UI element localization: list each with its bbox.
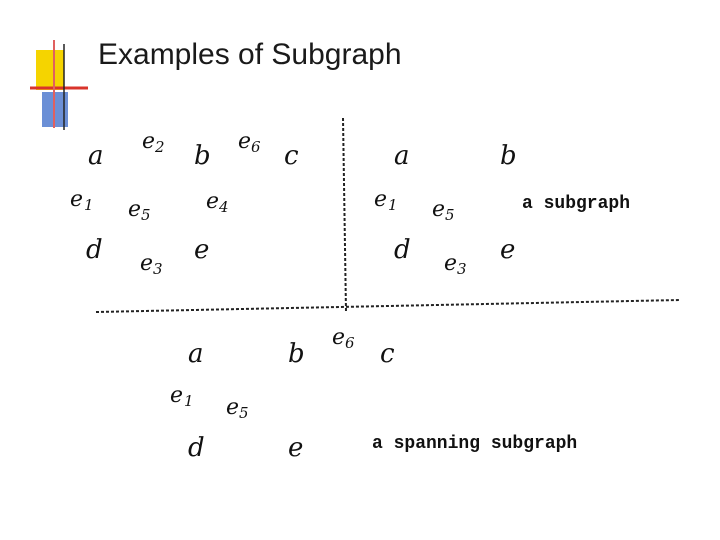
spanning-vertex-a: a [188, 339, 204, 369]
subgraph-vertex-b: b [500, 141, 517, 171]
divider-vertical [342, 117, 347, 313]
spanning-vertex-b: b [288, 339, 305, 369]
vertex-d: d [86, 235, 103, 265]
svg-text:5: 5 [445, 206, 455, 224]
svg-text:3: 3 [153, 260, 163, 278]
svg-text:1: 1 [388, 196, 398, 214]
svg-text:5: 5 [141, 206, 151, 224]
edge-label-e5: e 5 e5 [128, 197, 151, 224]
edge-label-e4: e 4 e4 [206, 189, 229, 216]
edge-label-e1: e 1 e1 [70, 187, 94, 214]
slide-corner-logo [30, 40, 88, 130]
edge-label-e3: e 3 e3 [140, 251, 163, 278]
svg-text:e: e [206, 189, 219, 214]
svg-text:e: e [142, 129, 155, 154]
svg-text:6: 6 [251, 138, 261, 156]
svg-text:e: e [374, 187, 387, 212]
svg-text:4: 4 [218, 198, 229, 216]
svg-text:5: 5 [239, 404, 249, 422]
spanning-vertex-d: d [188, 433, 205, 463]
caption-spanning-subgraph: a spanning subgraph [372, 434, 578, 454]
graph-subgraph: a b d e e 1 e1 e 5 e5 e 3 e3 [374, 141, 517, 278]
vertex-b: b [194, 141, 211, 171]
svg-text:e: e [226, 395, 239, 420]
subgraph-edge-label-e5: e 5 e5 [432, 197, 455, 224]
spanning-vertex-c: c [380, 339, 395, 369]
divider-horizontal [95, 299, 681, 313]
subgraph-vertex-e: e [500, 235, 515, 265]
logo-yellow-square [36, 50, 64, 90]
vertex-e: e [194, 235, 209, 265]
subgraph-edge-label-e1: e 1 e1 [374, 187, 398, 214]
svg-text:e: e [444, 251, 457, 276]
spanning-edge-label-e6: e 6 e6 [332, 325, 355, 352]
vertex-a: a [88, 141, 104, 171]
edge-label-e6: e 6 e6 [238, 129, 261, 156]
spanning-edge-label-e5: e 5 e5 [226, 395, 249, 422]
svg-text:e: e [140, 251, 153, 276]
spanning-edge-label-e1: e 1 e1 [170, 383, 194, 410]
svg-text:6: 6 [345, 334, 355, 352]
svg-text:e: e [238, 129, 251, 154]
svg-text:e: e [70, 187, 83, 212]
graph-g: a b c d e e e2 2 e 6 e6 e 1 e1 e 5 [70, 129, 299, 278]
graph-spanning-subgraph: a b c d e e 6 e6 e 1 e1 e 5 e5 [170, 325, 395, 463]
spanning-vertex-e: e [288, 433, 303, 463]
subgraph-vertex-a: a [394, 141, 410, 171]
svg-text:e: e [332, 325, 345, 350]
slide-title: Examples of Subgraph [98, 38, 402, 71]
svg-text:e: e [432, 197, 445, 222]
svg-text:1: 1 [84, 196, 94, 214]
svg-text:2: 2 [154, 138, 165, 156]
vertex-c: c [284, 141, 299, 171]
svg-text:1: 1 [184, 392, 194, 410]
svg-text:e: e [128, 197, 141, 222]
caption-subgraph: a subgraph [522, 194, 631, 214]
svg-text:e: e [170, 383, 183, 408]
svg-text:3: 3 [457, 260, 467, 278]
subgraph-edge-label-e3: e 3 e3 [444, 251, 467, 278]
edge-label-e2: e e2 2 [142, 129, 165, 156]
subgraph-vertex-d: d [394, 235, 411, 265]
